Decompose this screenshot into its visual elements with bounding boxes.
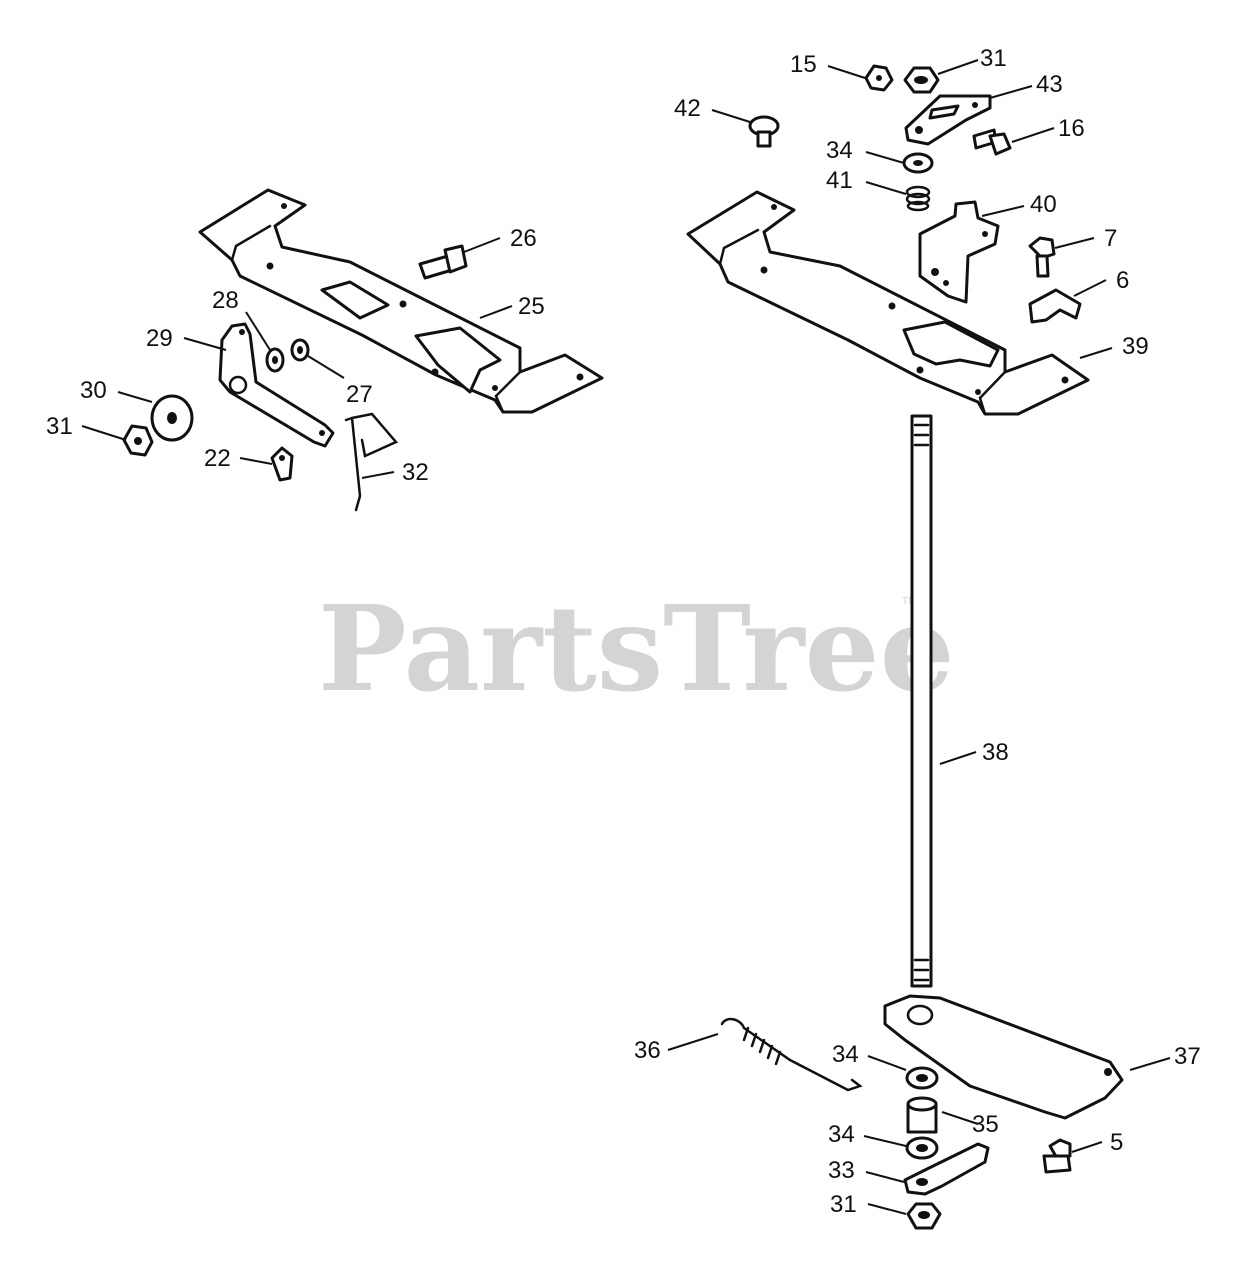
callout-7: 7 [1104,225,1117,252]
part-26-bolt [418,244,468,280]
part-31-nut-top [903,66,940,94]
part-31-nut-bottom [906,1202,942,1230]
callout-6: 6 [1116,267,1129,294]
part-29-lever [218,322,335,448]
callout-25: 25 [518,293,545,320]
callout-35: 35 [972,1111,999,1138]
part-38-rod [910,414,933,988]
part-22-clip [270,446,294,482]
callout-29: 29 [146,325,173,352]
watermark-trademark: TM [902,596,916,607]
part-34-washer-mid [905,1066,939,1090]
part-33-lever [903,1142,990,1196]
part-28-washer [265,347,285,373]
callout-31-top: 31 [980,45,1007,72]
part-30-washer [150,394,194,442]
callout-27: 27 [346,381,373,408]
callout-22: 22 [204,445,231,472]
part-27-washer [290,338,310,362]
callout-26: 26 [510,225,537,252]
callout-30: 30 [80,377,107,404]
callout-34-low: 34 [828,1121,855,1148]
part-34-washer-top [902,152,934,174]
part-37-plate [883,994,1124,1120]
callout-28: 28 [212,287,239,314]
part-16-bolt [972,128,1012,156]
part-36-spring [720,1017,863,1092]
callout-41: 41 [826,167,853,194]
callout-36: 36 [634,1037,661,1064]
part-15-nut [864,64,894,92]
callout-16: 16 [1058,115,1085,142]
callout-5: 5 [1110,1129,1123,1156]
callout-37: 37 [1174,1043,1201,1070]
part-32-spring-wire [344,412,399,512]
callout-15: 15 [790,51,817,78]
callout-labels: 15 31 43 42 16 34 41 40 7 6 39 26 25 28 … [46,45,1201,1218]
watermark-text: PartsTree [318,579,955,718]
callout-34-top: 34 [826,137,853,164]
callout-31-bottom: 31 [830,1191,857,1218]
callout-39: 39 [1122,333,1149,360]
part-43-plate [904,94,992,146]
part-39-right-bracket [686,190,1090,416]
part-31-nut-left [122,424,154,457]
part-5-bolt [1042,1138,1072,1174]
callout-38: 38 [982,739,1009,766]
callout-31-left: 31 [46,413,73,440]
callout-43: 43 [1036,71,1063,98]
leader-lines [81,59,1171,1215]
partstree-watermark: PartsTree TM [318,579,955,718]
part-25-left-bracket [198,188,604,414]
part-41-spring [905,185,931,212]
callout-32: 32 [402,459,429,486]
part-35-spacer [906,1096,938,1134]
part-6-clip [1028,288,1082,324]
part-40-bracket [918,200,1000,304]
callout-33: 33 [828,1157,855,1184]
part-7-bolt [1028,236,1056,278]
part-42-screw [748,115,780,148]
callout-40: 40 [1030,191,1057,218]
callout-42: 42 [674,95,701,122]
callout-34-mid: 34 [832,1041,859,1068]
part-34-washer-low [905,1136,939,1160]
